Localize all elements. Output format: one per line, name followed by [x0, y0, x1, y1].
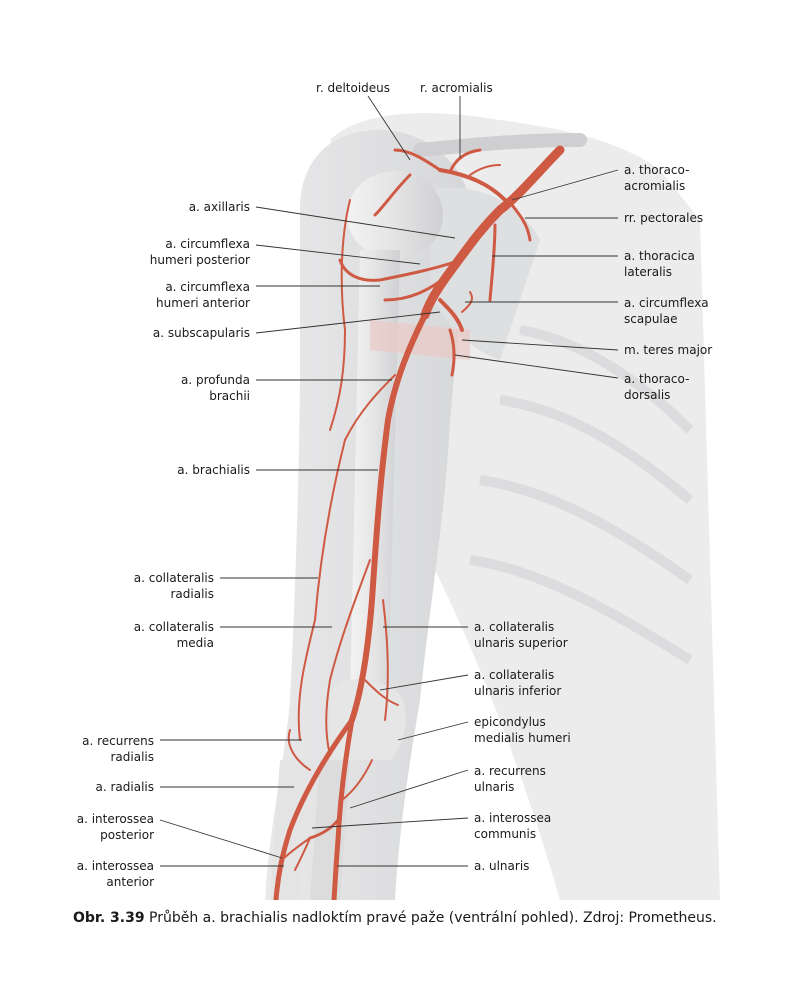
label-a-radialis: a. radialis — [95, 780, 155, 794]
arm-artery-illustration: r. deltoideus r. acromialis a. thoraco-a… — [76, 81, 720, 903]
caption-label: Obr. 3.39 — [73, 910, 145, 926]
anatomy-drawing — [159, 95, 720, 903]
label-r-deltoideus: r. deltoideus — [316, 81, 391, 95]
label-a-brachialis: a. brachialis — [177, 463, 250, 477]
figure-caption: Obr. 3.39 Průběh a. brachialis nadloktím… — [73, 908, 733, 928]
caption-text: Průběh a. brachialis nadloktím pravé paž… — [149, 910, 717, 926]
arteries — [273, 145, 565, 903]
label-a-ulnaris: a. ulnaris — [474, 859, 530, 873]
label-a-axillaris: a. axillaris — [188, 200, 250, 214]
label-m-teres-major: m. teres major — [624, 343, 713, 357]
label-a-thoraco-acromialis: a. thoraco-acromialis — [624, 163, 690, 193]
label-r-acromialis: r. acromialis — [420, 81, 493, 95]
label-a-subscapularis: a. subscapularis — [152, 326, 250, 340]
label-rr-pectorales: rr. pectorales — [624, 211, 704, 225]
leader-lines — [159, 95, 619, 867]
label-a-thoraco-dorsalis: a. thoraco-dorsalis — [624, 372, 690, 402]
